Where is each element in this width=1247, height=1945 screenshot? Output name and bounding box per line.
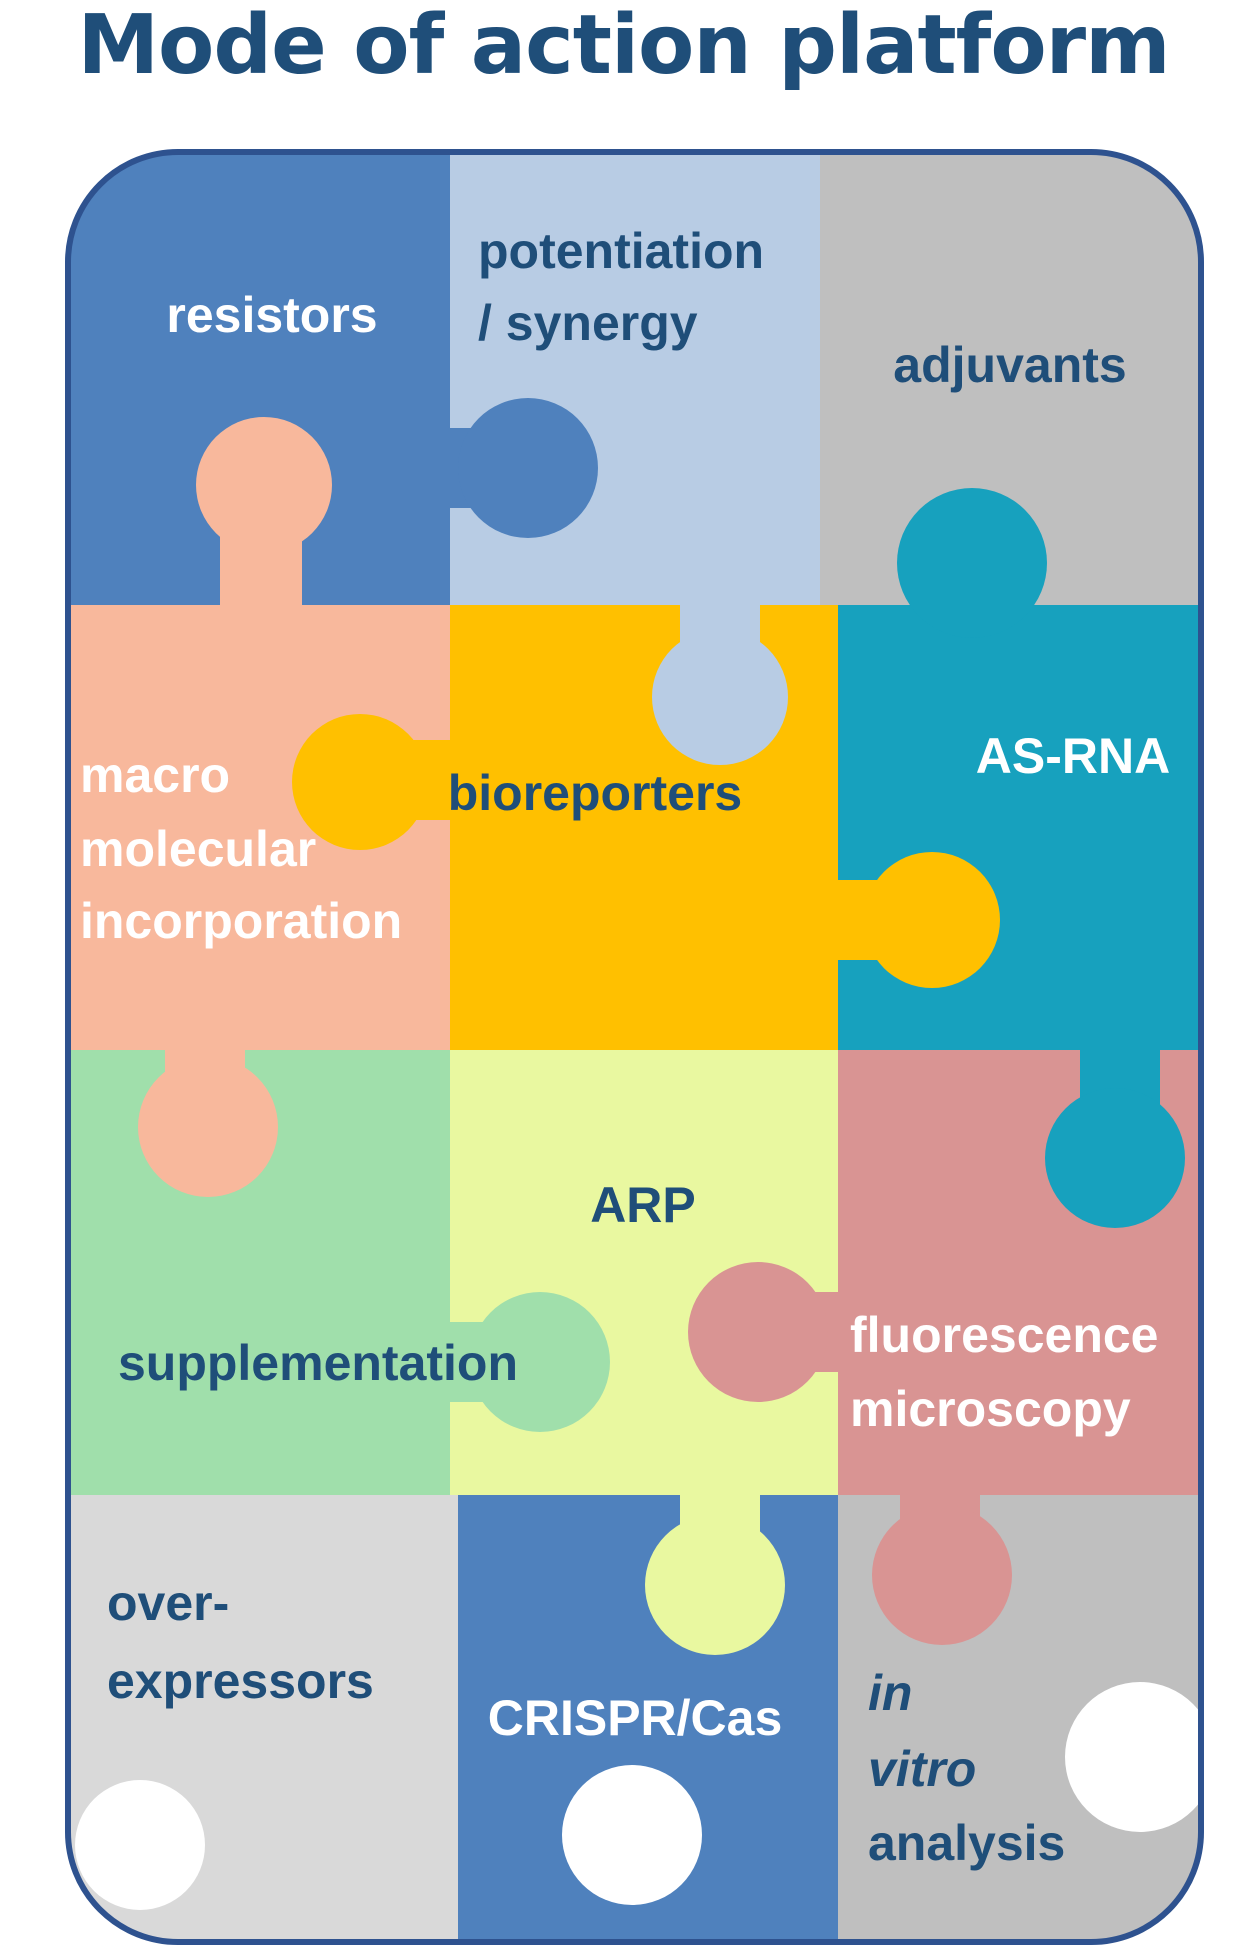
- label-macromolecular-line1: macro: [80, 747, 230, 803]
- label-arp: ARP: [590, 1177, 696, 1233]
- tab-fluorescence-left: [688, 1262, 845, 1402]
- tab-as-rna-down: [1045, 1045, 1185, 1228]
- label-crispr: CRISPR/Cas: [488, 1690, 783, 1746]
- platform-frame: [65, 149, 1204, 1945]
- label-as-rna: AS-RNA: [976, 728, 1170, 784]
- piece-potentiation: [450, 152, 820, 605]
- piece-as-rna: [838, 605, 1201, 1050]
- label-resistors: resistors: [166, 287, 377, 343]
- label-supplementation: supplementation: [118, 1335, 518, 1391]
- label-in-vitro-line1: in: [868, 1665, 912, 1721]
- label-bioreporters: bioreporters: [448, 765, 743, 821]
- tab-bioreporters-left: [292, 714, 455, 850]
- tab-as-rna-up: [897, 488, 1047, 638]
- label-in-vitro-line3: analysis: [868, 1815, 1065, 1871]
- label-fluorescence-line1: fluorescence: [850, 1307, 1158, 1363]
- label-overexpressors-line1: over-: [107, 1575, 229, 1631]
- label-macromolecular-line3: incorporation: [80, 893, 402, 949]
- open-slot-overexpressors: [75, 1780, 205, 1910]
- label-fluorescence-line2: microscopy: [850, 1381, 1131, 1437]
- label-potentiation-line2: / synergy: [478, 295, 698, 351]
- open-slot-crispr: [562, 1765, 702, 1905]
- label-overexpressors-line2: expressors: [107, 1653, 374, 1709]
- label-potentiation-line1: potentiation: [478, 223, 764, 279]
- tab-macromolecular-up: [196, 417, 332, 610]
- label-adjuvants: adjuvants: [893, 337, 1126, 393]
- tab-supplementation-right: [445, 1292, 610, 1432]
- tab-bioreporters-right: [834, 852, 1000, 988]
- tab-potentiation-down: [652, 600, 788, 765]
- tab-macromolecular-down: [138, 1045, 278, 1197]
- tab-fluorescence-down: [872, 1490, 1012, 1645]
- tab-arp-down: [645, 1490, 785, 1655]
- label-in-vitro-line2: vitro: [868, 1741, 976, 1797]
- open-slot-in-vitro: [1065, 1682, 1201, 1832]
- tab-resistors-right: [445, 398, 598, 538]
- label-macromolecular-line2: molecular: [80, 821, 316, 877]
- diagram-title: Mode of action platform: [77, 0, 1170, 93]
